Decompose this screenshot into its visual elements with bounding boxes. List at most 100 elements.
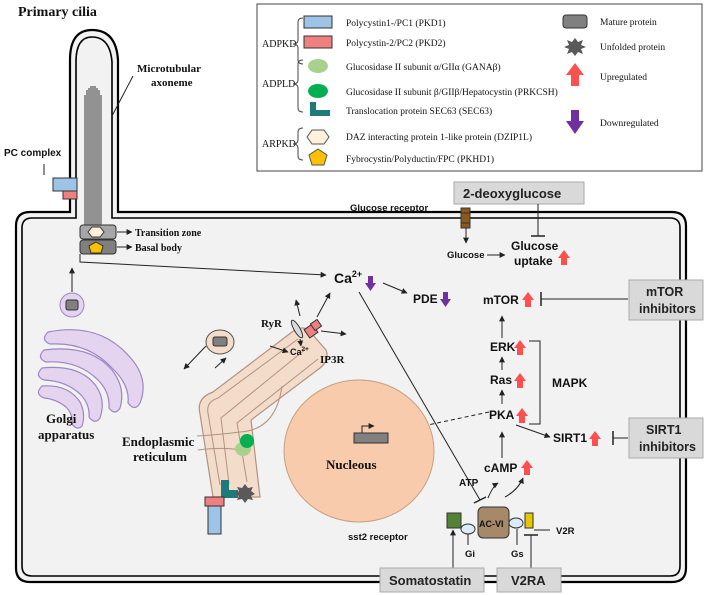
golgi-apparatus (37, 329, 144, 429)
svg-text:Fybrocystin/Polyductin/FPC (PK: Fybrocystin/Polyductin/FPC (PKHD1) (346, 154, 494, 165)
sirt1-label: SIRT1 (553, 431, 587, 445)
microtubular-axoneme (84, 86, 102, 225)
deoxyglucose-text: 2-deoxyglucose (463, 186, 561, 201)
gs-label: Gs (511, 549, 524, 560)
mtor-label: mTOR (483, 293, 519, 307)
svg-text:Unfolded protein: Unfolded protein (600, 42, 665, 53)
calcium-label: Ca2+ (334, 269, 362, 286)
nucleous-label: Nucleous (326, 457, 377, 472)
ras-up-arrow (514, 373, 526, 388)
primary-cilia-title: Primary cilia (18, 5, 97, 20)
mtor-inhibitors-text-2: inhibitors (639, 302, 696, 316)
pde-down-arrow (440, 292, 451, 307)
svg-text:Mature protein: Mature protein (600, 18, 657, 28)
pc1-protein-cilia (52, 177, 78, 192)
v2ra-text: V2RA (511, 573, 546, 588)
erk-up-arrow (514, 340, 526, 355)
legend-unfolded-swatch (564, 38, 586, 56)
ras-label: Ras (490, 373, 512, 387)
glucose-uptake-label-2: uptake (514, 254, 553, 268)
erk-label: ERK (490, 340, 516, 354)
svg-text:Glucosidase II subunit α/GIIα: Glucosidase II subunit α/GIIα (GANAβ) (346, 62, 501, 73)
legend-pc2-swatch (303, 35, 333, 49)
mapk-label: MAPK (552, 376, 588, 390)
pde-label: PDE (413, 292, 438, 306)
er-label-2: reticulum (133, 449, 187, 464)
ip3r-label: IP3R (320, 354, 346, 366)
legend: ADPKD ADPLD ARPKD Polycystin1-/PC1 (PKD1… (256, 3, 703, 172)
pka-label: PKA (489, 408, 515, 422)
pc2-protein-cilia (62, 190, 78, 200)
glucose-receptor (460, 207, 471, 229)
legend-pc1-swatch (303, 15, 333, 29)
er-pc2-protein (204, 496, 225, 507)
svg-text:Polycystin-2/PC2 (PKD2): Polycystin-2/PC2 (PKD2) (346, 38, 446, 49)
ryr-label: RyR (261, 318, 283, 330)
svg-text:ADPKD: ADPKD (262, 39, 296, 50)
glucose-label: Glucose (447, 250, 485, 261)
glucose-uptake-label-1: Glucose (511, 239, 559, 253)
er-sec63-protein (221, 480, 238, 498)
sirt1-inhibitors-text-2: inhibitors (639, 440, 696, 454)
v2r-label: V2R (556, 526, 575, 537)
svg-text:DAZ interacting protein 1-like: DAZ interacting protein 1-like protein (… (346, 132, 532, 143)
pc-complex-label: PC complex (4, 148, 62, 159)
microtubular-label: Microtubular (137, 63, 201, 75)
axoneme-label: axoneme (151, 77, 193, 89)
legend-sec63-swatch (310, 102, 330, 116)
gs-protein (508, 517, 524, 529)
legend-down-arrow (566, 110, 584, 134)
sirt1-inhibitors-text-1: SIRT1 (646, 423, 681, 437)
ca-small-label: Ca2+ (290, 346, 309, 357)
ryr-channel (290, 319, 304, 339)
svg-text:Upregulated: Upregulated (600, 73, 647, 83)
svg-text:ARPKD: ARPKD (262, 139, 296, 150)
nucleus-gene (353, 432, 389, 444)
cell-membrane-inner (21, 36, 681, 577)
er-giib-protein (240, 434, 254, 448)
glucose-receptor-label: Glucose receptor (350, 203, 428, 214)
legend-up-arrow (566, 63, 584, 86)
endoplasmic-reticulum (196, 327, 328, 498)
basal-body-label: Basal body (135, 243, 182, 254)
legend-giia-swatch (308, 59, 328, 73)
calcium-down-arrow (365, 276, 376, 291)
golgi-label-2: apparatus (38, 427, 94, 442)
er-unfolded-protein (235, 484, 255, 503)
legend-mature-swatch (562, 14, 588, 29)
transition-zone-label: Transition zone (135, 228, 202, 239)
svg-text:ADPLD: ADPLD (262, 79, 295, 90)
nucleus (283, 379, 435, 523)
svg-text:Glucosidase II subunit β/GIIβ/: Glucosidase II subunit β/GIIβ/Hepatocyst… (346, 87, 558, 98)
svg-text:Polycystin1-/PC1 (PKD1): Polycystin1-/PC1 (PKD1) (346, 18, 446, 29)
glucose-uptake-up-arrow (558, 250, 570, 265)
mtor-inhibitors-box (628, 279, 704, 321)
mtor-up-arrow (522, 292, 534, 307)
sirt1-up-arrow (589, 431, 601, 446)
gi-label: Gi (465, 549, 475, 560)
er-label-1: Endoplasmic (122, 434, 194, 449)
golgi-label-1: Golgi (46, 411, 77, 426)
pka-up-arrow (516, 408, 528, 423)
v2r-receptor (524, 512, 534, 529)
sst2-receptor (446, 512, 462, 529)
camp-up-arrow (521, 460, 533, 475)
legend-dzip1l-swatch (306, 129, 330, 145)
gi-protein (460, 523, 476, 535)
svg-text:Translocation protein SEC63 (S: Translocation protein SEC63 (SEC63) (346, 106, 492, 117)
v2ra-box (496, 567, 562, 593)
legend-fpc-swatch (308, 148, 328, 166)
sst2-receptor-label: sst2 receptor (348, 532, 408, 543)
cell-membrane (14, 28, 688, 584)
legend-giib-swatch (308, 84, 328, 98)
er-pc1-protein (207, 505, 222, 535)
somatostatin-box (379, 567, 485, 593)
atp-label: ATP (459, 478, 479, 489)
deoxyglucose-box (453, 181, 585, 205)
acvi-label: AC-VI (479, 519, 504, 529)
mtor-inhibitors-text-1: mTOR (646, 285, 683, 299)
camp-label: cAMP (484, 461, 517, 475)
somatostatin-text: Somatostatin (389, 573, 471, 588)
svg-text:Downregulated: Downregulated (600, 119, 659, 129)
sirt1-inhibitors-box (628, 417, 704, 459)
